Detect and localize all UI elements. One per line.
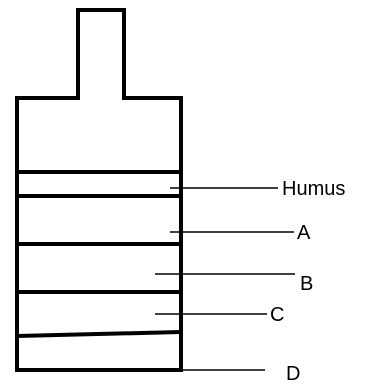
label-c: C bbox=[270, 304, 284, 326]
label-b: B bbox=[300, 273, 313, 295]
layer-line-5 bbox=[16, 330, 182, 338]
label-d: D bbox=[286, 363, 300, 383]
container-outline bbox=[15, 8, 183, 372]
label-humus: Humus bbox=[282, 178, 345, 200]
label-a: A bbox=[297, 222, 311, 244]
